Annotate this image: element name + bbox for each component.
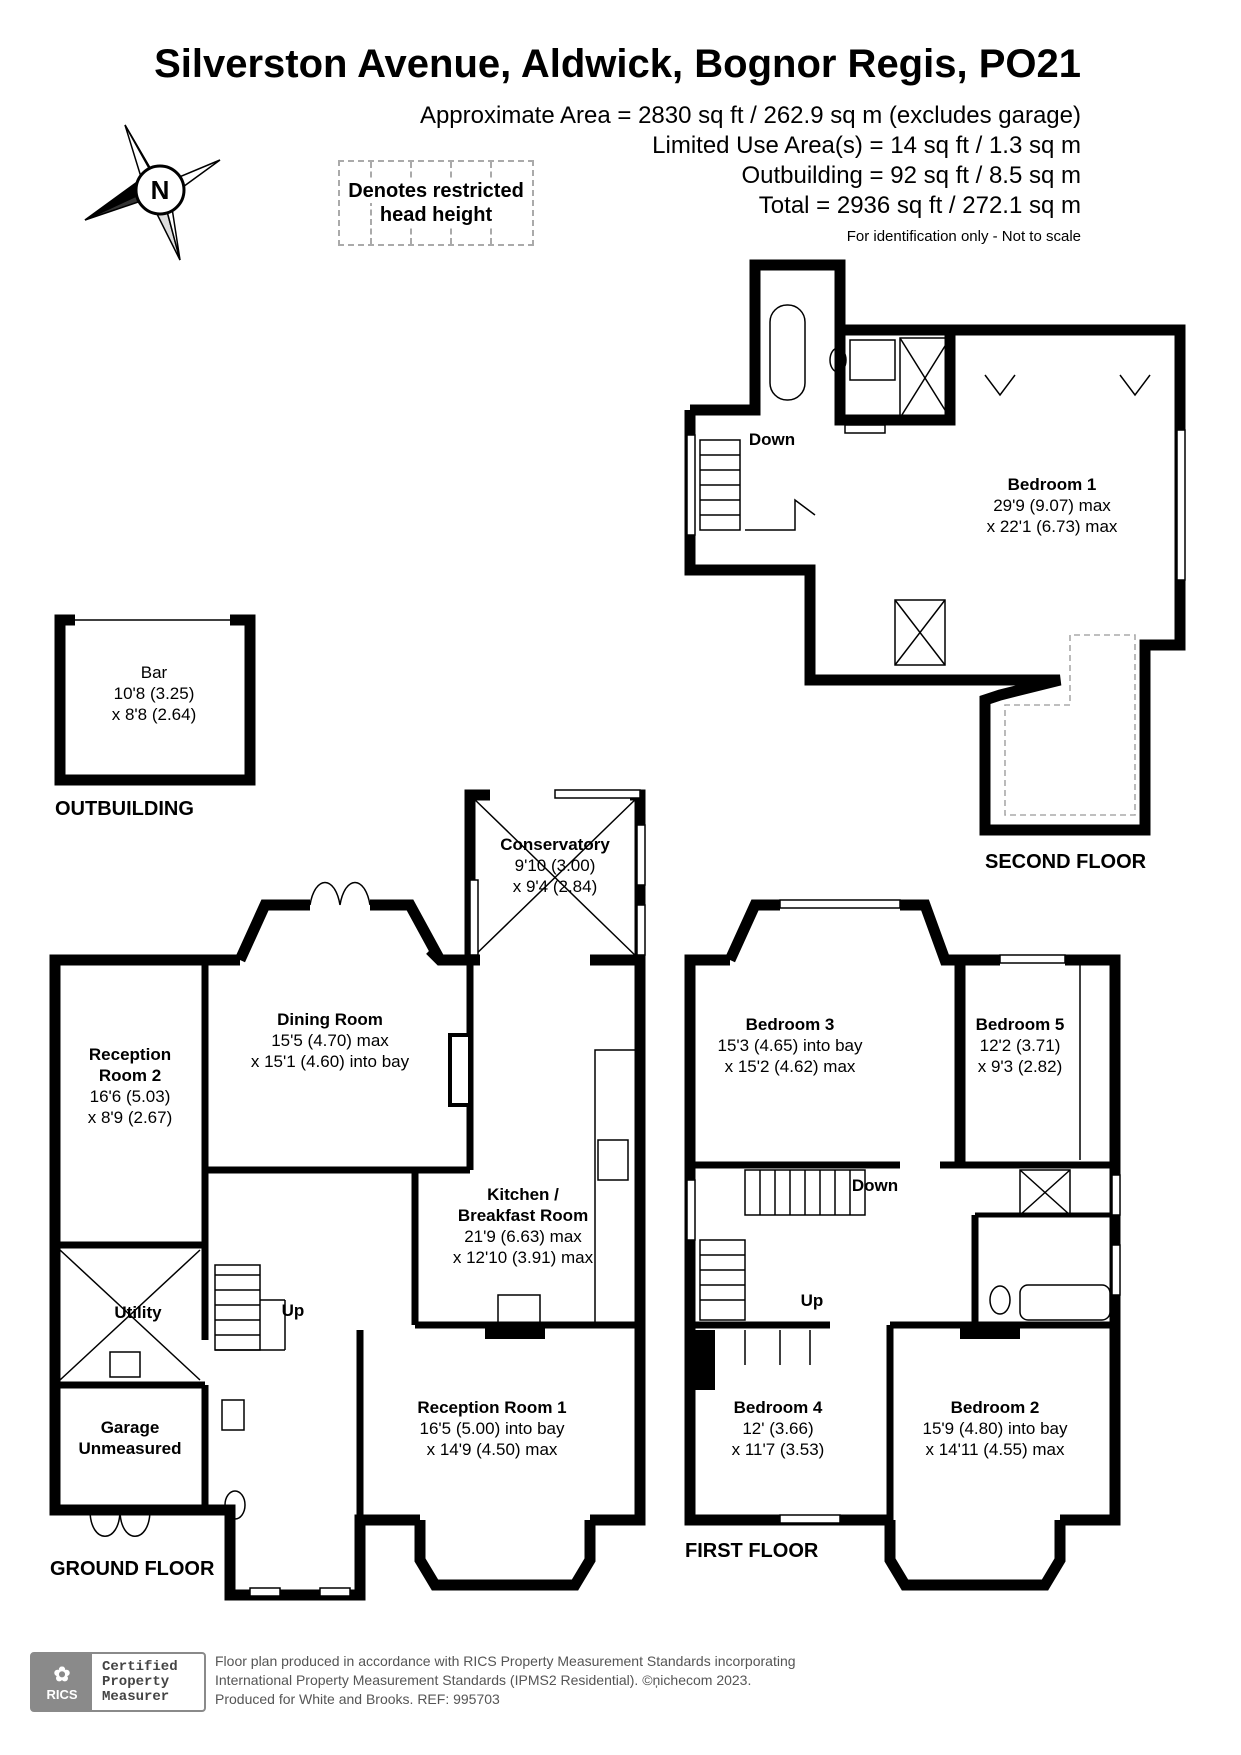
- legend-line-1: Denotes restricted: [348, 179, 524, 203]
- legend-line-2: head height: [379, 203, 493, 227]
- bar-dim2: x 8'8 (2.64): [112, 705, 197, 724]
- bedroom2-dim2: x 14'11 (4.55) max: [926, 1440, 1065, 1459]
- bedroom1-name: Bedroom 1: [1008, 475, 1097, 494]
- limited-use-area: Limited Use Area(s) = 14 sq ft / 1.3 sq …: [652, 132, 1081, 159]
- outbuilding-area: Outbuilding = 92 sq ft / 8.5 sq m: [741, 162, 1081, 189]
- utility-name: Utility: [114, 1303, 162, 1322]
- footer-line-1: Floor plan produced in accordance with R…: [215, 1653, 796, 1669]
- rics-logo: ✿ RICS: [32, 1654, 92, 1710]
- garage-name2: Unmeasured: [79, 1439, 182, 1458]
- badge-line-1: Certified: [102, 1658, 178, 1675]
- first-floor-plan: [684, 899, 1121, 1591]
- dining-name: Dining Room: [277, 1010, 383, 1029]
- bedroom4-dim1: 12' (3.66): [742, 1419, 813, 1438]
- restricted-height-legend: Denotes restricted head height: [338, 160, 534, 246]
- kitchen-dim2: x 12'10 (3.91) max: [453, 1248, 594, 1267]
- page-title: Silverston Avenue, Aldwick, Bognor Regis…: [154, 42, 1081, 86]
- outbuilding-plan: [54, 614, 256, 786]
- first-stairs-up: Up: [801, 1291, 824, 1310]
- reception2-name2: Room 2: [99, 1066, 161, 1085]
- bar-dim1: 10'8 (3.25): [114, 684, 195, 703]
- approximate-area: Approximate Area = 2830 sq ft / 262.9 sq…: [419, 102, 1081, 129]
- compass-north-letter: N: [151, 175, 170, 205]
- second-stairs-down: Down: [749, 430, 795, 449]
- second-floor-label: SECOND FLOOR: [985, 851, 1147, 873]
- badge-line-2: Property: [102, 1673, 170, 1690]
- first-stairs-down: Down: [852, 1176, 898, 1195]
- compass-icon: N: [84, 124, 221, 261]
- badge-line-3: Measurer: [102, 1688, 170, 1705]
- bedroom3-dim1: 15'3 (4.65) into bay: [717, 1036, 863, 1055]
- footer-notice: Floor plan produced in accordance with R…: [215, 1652, 796, 1709]
- conservatory-dim1: 9'10 (3.00): [515, 856, 596, 875]
- reception2-dim1: 16'6 (5.03): [90, 1087, 171, 1106]
- footer-line-3: Produced for White and Brooks. REF: 9957…: [215, 1691, 500, 1707]
- kitchen-name1: Kitchen /: [487, 1185, 559, 1204]
- conservatory-dim2: x 9'4 (2.84): [513, 877, 598, 896]
- bedroom5-dim1: 12'2 (3.71): [980, 1036, 1061, 1055]
- reception1-dim1: 16'5 (5.00) into bay: [419, 1419, 565, 1438]
- not-to-scale-note: For identification only - Not to scale: [846, 228, 1081, 245]
- second-floor-plan: [684, 259, 1186, 836]
- first-floor-label: FIRST FLOOR: [685, 1540, 819, 1562]
- dining-dim2: x 15'1 (4.60) into bay: [251, 1052, 410, 1071]
- reception2-dim2: x 8'9 (2.67): [88, 1108, 173, 1127]
- bedroom4-name: Bedroom 4: [734, 1398, 823, 1417]
- bedroom2-dim1: 15'9 (4.80) into bay: [922, 1419, 1068, 1438]
- outbuilding-label: OUTBUILDING: [55, 798, 194, 820]
- total-area: Total = 2936 sq ft / 272.1 sq m: [758, 192, 1081, 219]
- ground-floor-plan: [49, 789, 646, 1601]
- ground-floor-label: GROUND FLOOR: [50, 1558, 215, 1580]
- ground-stairs-up: Up: [282, 1301, 305, 1320]
- bedroom2-name: Bedroom 2: [951, 1398, 1040, 1417]
- kitchen-dim1: 21'9 (6.63) max: [464, 1227, 582, 1246]
- bedroom1-dim1: 29'9 (9.07) max: [993, 496, 1111, 515]
- reception1-dim2: x 14'9 (4.50) max: [427, 1440, 558, 1459]
- bedroom5-dim2: x 9'3 (2.82): [978, 1057, 1063, 1076]
- rics-certified-badge: ✿ RICS Certified Property Measurer: [30, 1652, 206, 1712]
- reception1-name: Reception Room 1: [417, 1398, 566, 1417]
- footer-line-2: International Property Measurement Stand…: [215, 1672, 752, 1688]
- garage-name1: Garage: [101, 1418, 160, 1437]
- bedroom1-dim2: x 22'1 (6.73) max: [987, 517, 1118, 536]
- kitchen-name2: Breakfast Room: [458, 1206, 588, 1225]
- bedroom4-dim2: x 11'7 (3.53): [732, 1440, 825, 1459]
- conservatory-name: Conservatory: [500, 835, 610, 854]
- dining-dim1: 15'5 (4.70) max: [271, 1031, 389, 1050]
- bar-name: Bar: [141, 663, 168, 682]
- bedroom3-name: Bedroom 3: [746, 1015, 835, 1034]
- reception2-name1: Reception: [89, 1045, 171, 1064]
- bedroom3-dim2: x 15'2 (4.62) max: [725, 1057, 856, 1076]
- bedroom5-name: Bedroom 5: [976, 1015, 1065, 1034]
